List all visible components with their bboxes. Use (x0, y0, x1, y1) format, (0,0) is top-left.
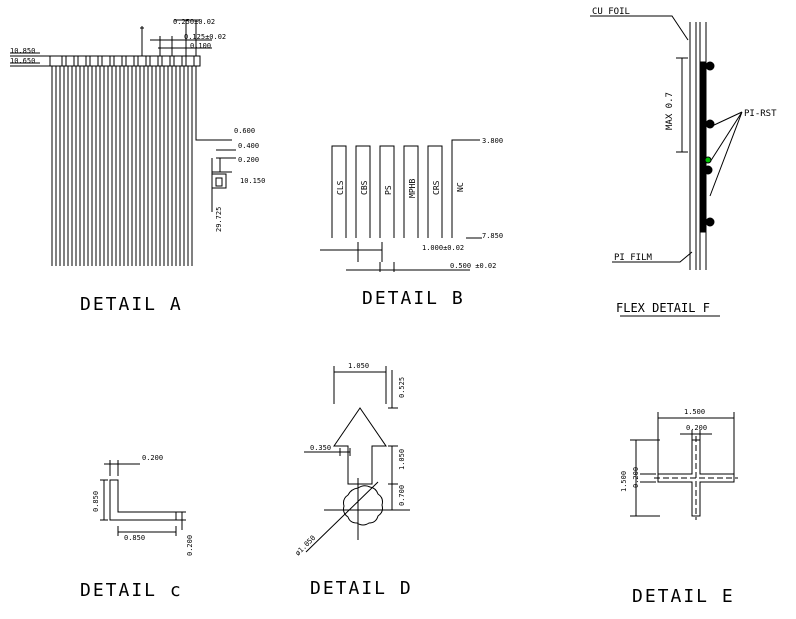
detail-e-title: DETAIL E (632, 586, 735, 607)
detail-c-dim-top: 0.200 (142, 454, 163, 462)
detail-c-title: DETAIL c (80, 580, 183, 601)
detail-b-pin-label-crs: CRS (432, 180, 441, 195)
detail-d-dim-stem-w: 0.350 (310, 444, 331, 452)
detail-b-pin-label-cls: CLS (336, 180, 345, 195)
detail-e-centerlines (654, 436, 738, 520)
detail-f-green-marker (704, 156, 712, 164)
detail-d (304, 366, 410, 553)
detail-b-dim-top: 3.800 (482, 137, 503, 145)
detail-a-dim-pad: 10.150 (240, 177, 265, 185)
detail-e-dim-arm-v: 0.200 (632, 467, 640, 488)
detail-b (320, 139, 482, 272)
detail-c (100, 460, 186, 536)
detail-b-pin-label-mphb: MPHB (408, 179, 417, 198)
detail-d-arrow (333, 407, 387, 485)
detail-a-dim-gap: 0.100 (190, 42, 211, 50)
detail-b-pin-crs (427, 145, 443, 238)
detail-b-pin-label-nc: NC (456, 182, 465, 192)
detail-b-pin-label-ps: PS (384, 185, 393, 195)
detail-b-pin-cbs (355, 145, 371, 238)
detail-c-dim-left: 0.850 (92, 491, 100, 512)
detail-a-right-lead (195, 66, 230, 141)
detail-e (630, 412, 738, 520)
detail-a-pad-inner (215, 177, 223, 187)
detail-d-centerlines (305, 478, 410, 553)
detail-f-max-dim (676, 57, 688, 153)
detail-f-pi-film-label: PI FILM (614, 253, 653, 263)
detail-a-dim-lead-b: 0.200 (238, 156, 259, 164)
detail-c-shape (109, 479, 177, 521)
detail-a-dim-finger-width: 0.125±0.02 (184, 33, 226, 41)
detail-a-dim-lead-out: 0.600 (234, 127, 255, 135)
detail-e-dim-lines (630, 412, 735, 517)
detail-d-dim-stem-h: 1.050 (398, 449, 406, 470)
detail-d-dim-head: 0.525 (398, 377, 406, 398)
detail-f-coverlay (700, 61, 715, 233)
detail-e-dim-arm: 0.200 (686, 424, 707, 432)
detail-d-dim-width: 1.050 (348, 362, 369, 370)
detail-a-dim-height-second: 10.650 (10, 57, 35, 65)
detail-a-dim-lead-a: 0.400 (238, 142, 259, 150)
detail-a-title: DETAIL A (80, 294, 183, 315)
detail-c-dim-right: 0.200 (186, 535, 194, 556)
detail-a-dim-pitch: 0.250±0.02 (173, 18, 215, 26)
detail-f-pi-rst-label: PI-RST (744, 109, 777, 119)
detail-a-left-dims (10, 52, 50, 67)
detail-d-dim-dia: ø1.050 (294, 534, 318, 558)
detail-b-pin-mphb (403, 145, 419, 238)
detail-f-title: FLEX DETAIL F (616, 301, 710, 315)
detail-a-notches (61, 56, 195, 66)
detail-d-circle (343, 485, 383, 526)
detail-f (590, 15, 743, 317)
detail-c-dim-lines (100, 460, 186, 536)
detail-e-dim-width: 1.500 (684, 408, 705, 416)
detail-d-dim-gap: 0.700 (398, 485, 406, 506)
detail-f-layer-lines (689, 22, 707, 270)
detail-b-pin-cls (331, 145, 347, 238)
detail-d-dim-lines (304, 366, 398, 510)
detail-f-pi-film-leader (612, 251, 693, 263)
detail-f-max-label: MAX 0.7 (665, 92, 675, 130)
detail-a-dim-span: 29.725 (215, 207, 223, 232)
detail-a-pad (211, 173, 227, 189)
detail-e-dim-height: 1.500 (620, 471, 628, 492)
detail-b-dim-bottom: 7.850 (482, 232, 503, 240)
detail-a-dim-lines (140, 19, 212, 56)
detail-a-comb-outline (49, 55, 201, 67)
detail-c-dim-bottom: 0.850 (124, 534, 145, 542)
detail-a-dim-height-top: 10.850 (10, 47, 35, 55)
detail-b-pin-label-cbs: CBS (360, 180, 369, 195)
detail-a-pad-dims (200, 139, 236, 212)
detail-b-dim-lines (320, 139, 482, 272)
detail-b-dim-width: 0.500 ±0.02 (450, 262, 496, 270)
detail-b-pin-ps (379, 145, 395, 238)
detail-b-dim-pitch: 1.000±0.02 (422, 244, 464, 252)
detail-f-pi-rst-leaders (709, 111, 743, 197)
detail-d-title: DETAIL D (310, 578, 413, 599)
detail-a-fingers (51, 66, 193, 266)
detail-b-title: DETAIL B (362, 288, 465, 309)
detail-a (10, 19, 236, 266)
detail-f-cu-foil-label: CU FOIL (592, 7, 630, 17)
detail-f-cu-foil-leader (590, 15, 689, 41)
